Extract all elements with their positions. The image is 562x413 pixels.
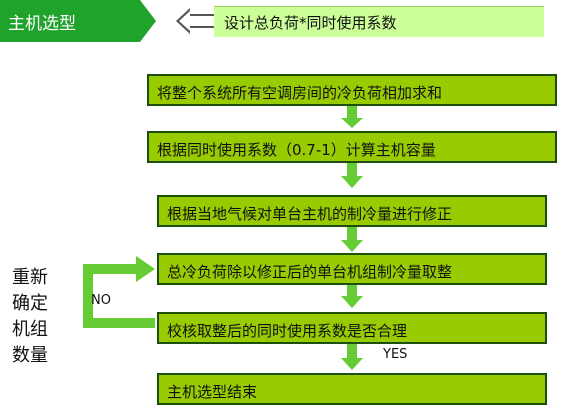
no-label: NO bbox=[91, 293, 111, 308]
step-end: 主机选型结束 bbox=[157, 373, 547, 405]
header-title: 设计总负荷*同时使用系数 bbox=[224, 14, 397, 32]
step-calc-capacity: 根据同时使用系数（0.7-1）计算主机容量 bbox=[147, 131, 557, 163]
yes-label: YES bbox=[383, 347, 408, 362]
step-unit-count: 总冷负荷除以修正后的单台机组制冷量取整 bbox=[157, 253, 547, 285]
section-tab bbox=[0, 0, 156, 42]
step-sum-cooling-load: 将整个系统所有空调房间的冷负荷相加求和 bbox=[147, 74, 557, 106]
step-climate-correction: 根据当地气候对单台主机的制冷量进行修正 bbox=[157, 195, 547, 227]
back-arrow-icon bbox=[176, 8, 216, 34]
step-check-coefficient: 校核取整后的同时使用系数是否合理 bbox=[157, 312, 547, 344]
redetermine-label: 重新确定机组数量 bbox=[12, 267, 48, 366]
section-tab-label: 主机选型 bbox=[8, 14, 76, 34]
header-bar: 设计总负荷*同时使用系数 bbox=[214, 6, 544, 37]
